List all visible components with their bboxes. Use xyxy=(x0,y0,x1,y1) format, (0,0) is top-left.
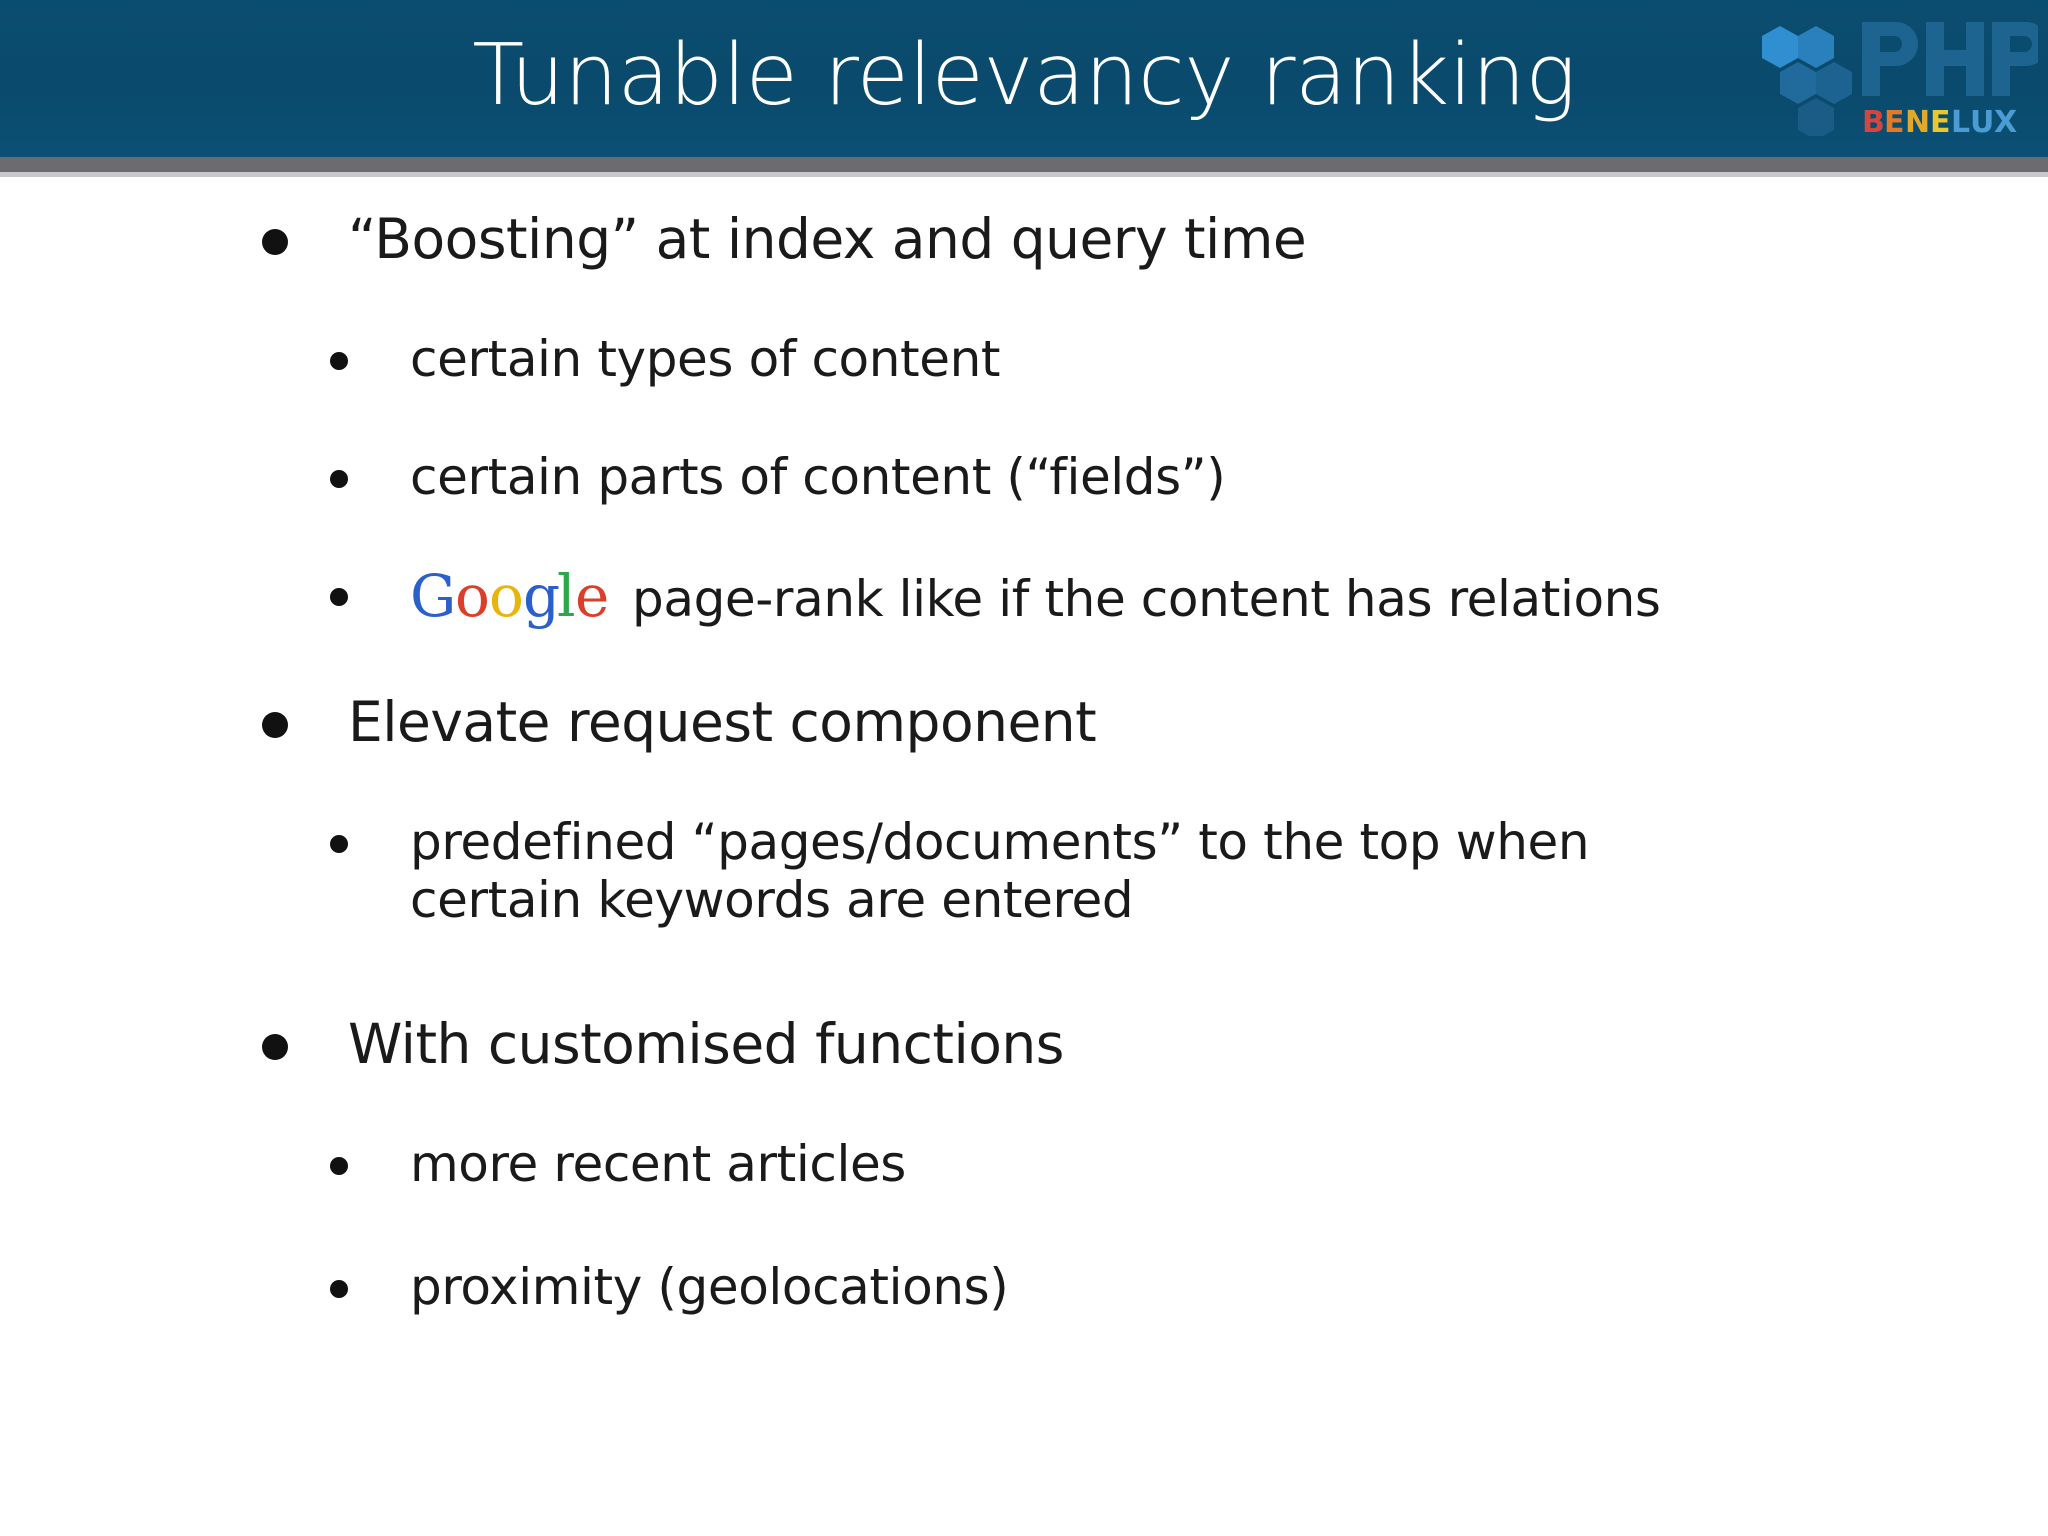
svg-text:E: E xyxy=(1884,105,1905,136)
svg-text:G: G xyxy=(410,566,456,630)
bullet-dot-icon xyxy=(330,588,348,606)
google-logo-icon: G o o g l e xyxy=(410,566,610,632)
list-item-label: Elevate request component xyxy=(348,690,1097,754)
list-item: certain parts of content (“fields”) xyxy=(330,448,1226,507)
list-item: predefined “pages/documents” to the top … xyxy=(330,813,1690,929)
header-divider-dark xyxy=(0,157,2048,172)
list-item: certain types of content xyxy=(330,330,1000,389)
list-item: Elevate request component xyxy=(262,690,1097,755)
page-title: Tunable relevancy ranking xyxy=(472,26,1576,125)
svg-text:E: E xyxy=(1930,105,1951,136)
list-item-label: certain parts of content (“fields”) xyxy=(410,448,1226,506)
list-item: With customised functions xyxy=(262,1012,1064,1077)
list-item: “Boosting” at index and query time xyxy=(262,207,1307,272)
bullet-dot-icon xyxy=(330,835,348,853)
php-benelux-logo: B E N E L U X xyxy=(1758,14,2038,136)
bullet-dot-icon xyxy=(262,229,288,255)
bullet-dot-icon xyxy=(330,1280,348,1298)
svg-text:X: X xyxy=(1994,105,2017,136)
list-item-label: “Boosting” at index and query time xyxy=(348,207,1307,271)
bullet-dot-icon xyxy=(330,470,348,488)
list-item-label: more recent articles xyxy=(410,1135,906,1193)
slide-header: Tunable relevancy ranking B E N xyxy=(0,0,2048,157)
benelux-wordmark: B E N E L U X xyxy=(1862,105,2017,136)
bullet-dot-icon xyxy=(330,352,348,370)
svg-text:N: N xyxy=(1905,105,1930,136)
svg-text:o: o xyxy=(455,566,490,630)
svg-text:g: g xyxy=(523,566,560,630)
slide-content: “Boosting” at index and query time certa… xyxy=(0,177,2048,1536)
svg-text:o: o xyxy=(489,566,524,630)
bullet-dot-icon xyxy=(330,1157,348,1175)
php-benelux-logo-svg: B E N E L U X xyxy=(1762,22,2038,136)
bullet-dot-icon xyxy=(262,1034,288,1060)
header-divider-light xyxy=(0,172,2048,177)
svg-text:U: U xyxy=(1970,105,1994,136)
svg-text:l: l xyxy=(557,566,575,630)
list-item-label: predefined “pages/documents” to the top … xyxy=(410,813,1590,929)
list-item-label: certain types of content xyxy=(410,330,1001,388)
svg-text:B: B xyxy=(1862,105,1885,136)
list-item: proximity (geolocations) xyxy=(330,1258,1009,1317)
list-item-label: proximity (geolocations) xyxy=(410,1258,1009,1316)
bullet-dot-icon xyxy=(262,712,288,738)
list-item: more recent articles xyxy=(330,1135,906,1194)
list-item-label: With customised functions xyxy=(348,1012,1064,1076)
list-item: G o o g l e page-rank like if the conten… xyxy=(330,566,1661,632)
svg-text:L: L xyxy=(1951,105,1970,136)
list-item-label: page-rank like if the content has relati… xyxy=(632,569,1661,628)
php-wordmark xyxy=(1862,22,2038,96)
honeycomb-icon xyxy=(1762,26,1852,136)
svg-text:e: e xyxy=(575,566,609,630)
